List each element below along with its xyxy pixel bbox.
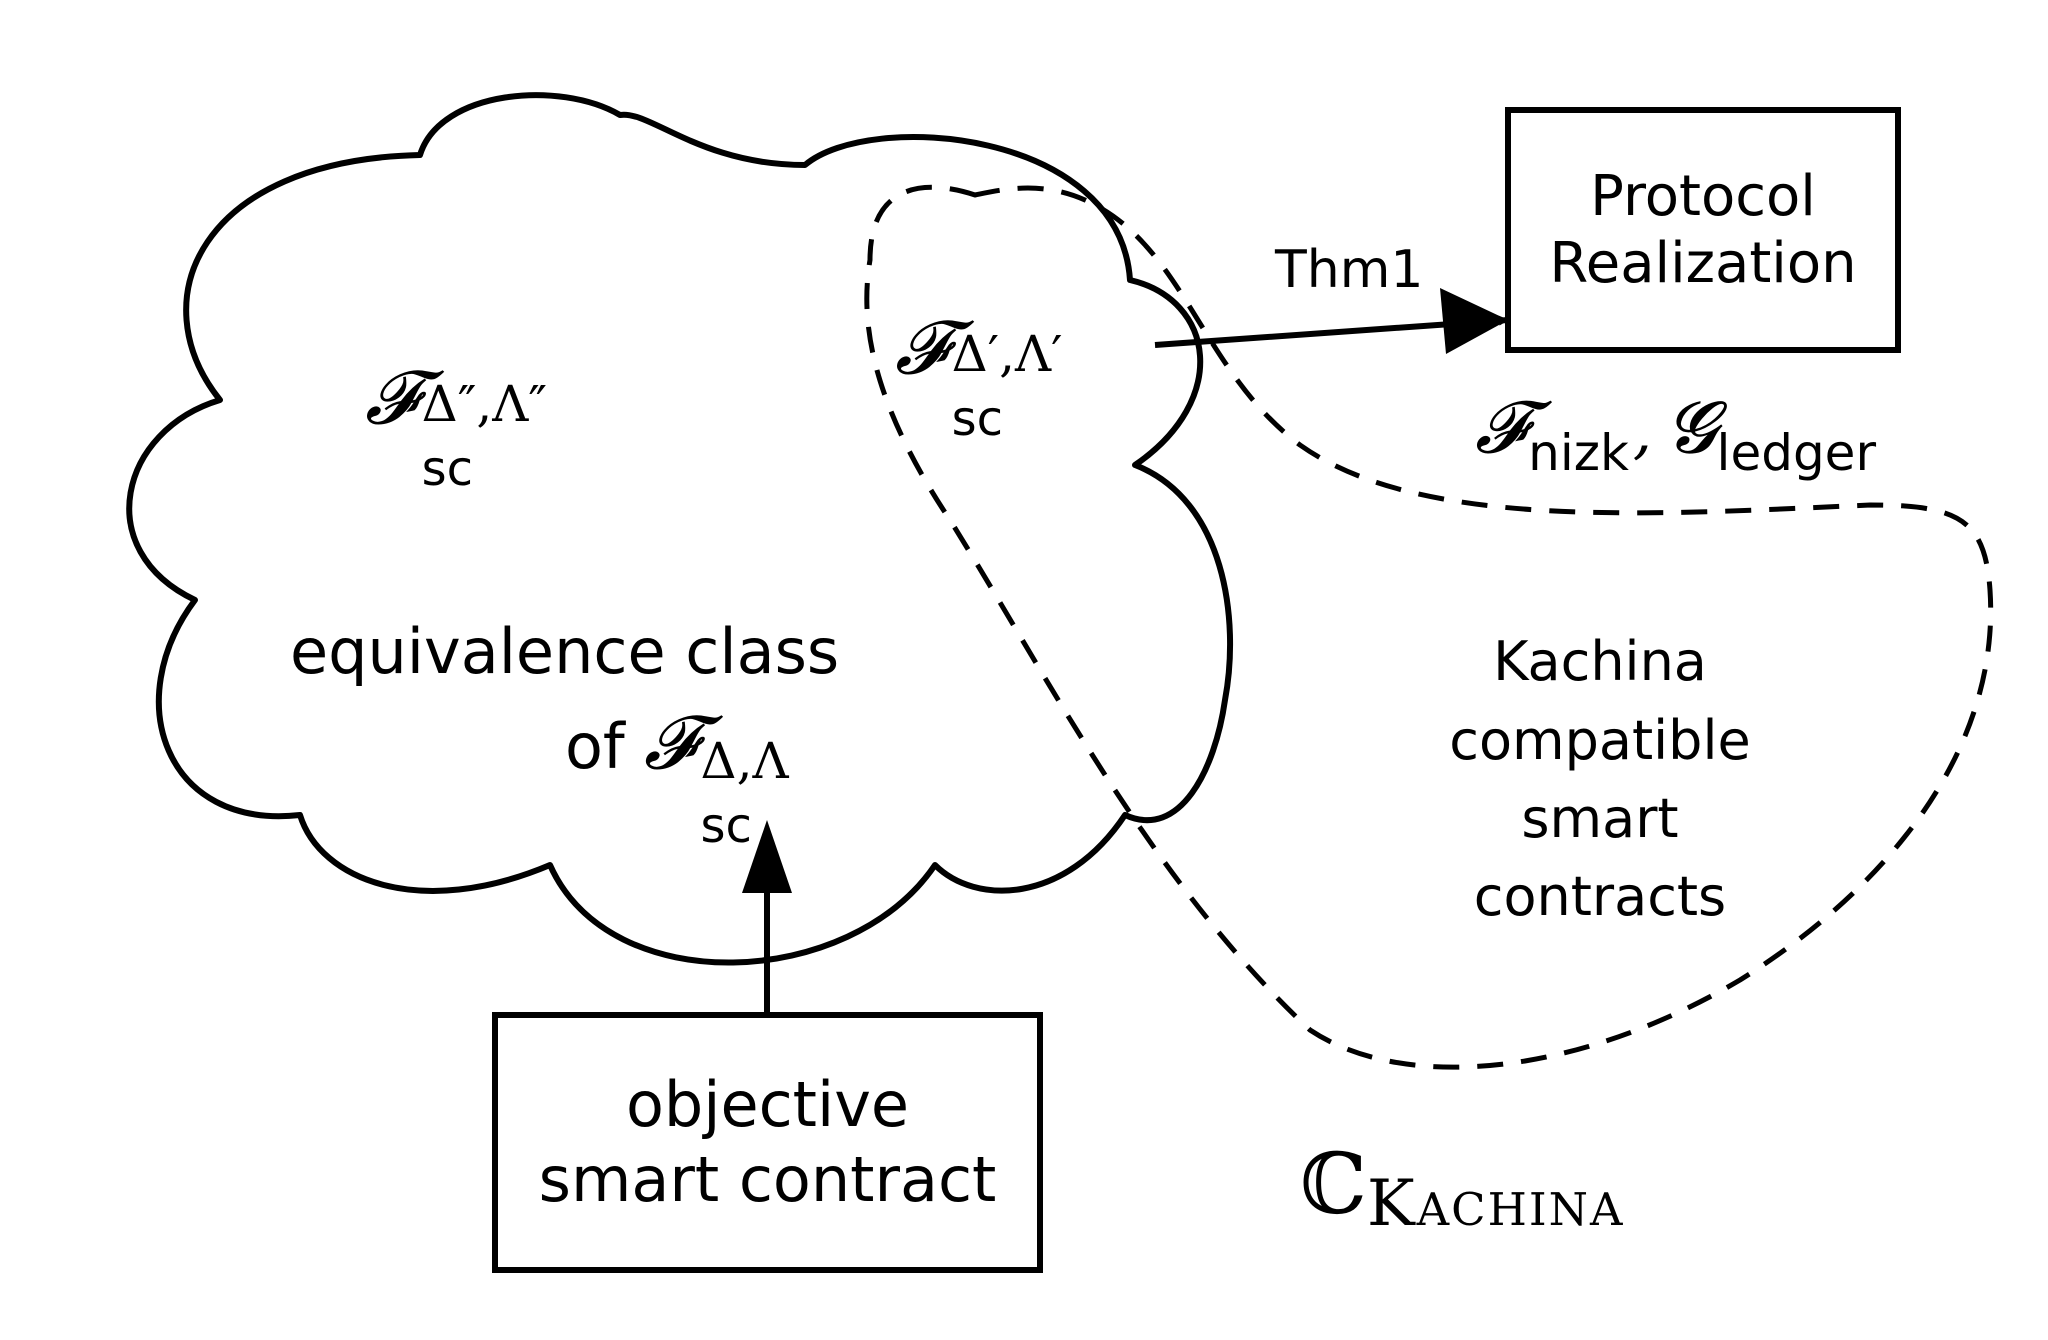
protocol-realization-box bbox=[1505, 107, 1901, 353]
f-nizk-base: 𝓕 bbox=[1475, 385, 1529, 469]
f-base-base: 𝓕 bbox=[643, 700, 699, 786]
kachina-line-2: compatible bbox=[1449, 708, 1751, 772]
f-prime-sub: sc bbox=[951, 391, 1004, 447]
f-base-sup: Δ,Λ bbox=[700, 732, 789, 790]
hybrid-functionalities: 𝓕nizk,𝓖ledger bbox=[1475, 385, 1876, 482]
g-ledger-sub: ledger bbox=[1716, 424, 1876, 482]
kachina-region-label: Kachina compatible smart contracts bbox=[1390, 620, 1810, 940]
protocol-realization-text: Protocol Realization bbox=[1508, 110, 1898, 350]
equivalence-class-label: equivalence class bbox=[290, 615, 840, 688]
of-prefix: of bbox=[565, 710, 625, 783]
equivalence-class-cloud bbox=[126, 92, 1234, 966]
f-prime-base: 𝓕 bbox=[895, 305, 950, 391]
f-nizk-sub: nizk bbox=[1528, 424, 1629, 482]
f-double-prime-sup: Δ″,Λ″ bbox=[421, 375, 548, 433]
objective-smart-contract-text: objective smart contract bbox=[495, 1015, 1040, 1270]
g-ledger-base: 𝓖 bbox=[1666, 385, 1717, 469]
f-base-sub: sc bbox=[700, 798, 752, 854]
objective-line: objective bbox=[625, 1068, 910, 1142]
kachina-class-name: ℂKachina bbox=[1300, 1135, 1625, 1241]
f-double-prime-sub: sc bbox=[421, 441, 474, 497]
smart-contract-line: smart contract bbox=[538, 1142, 997, 1216]
thm1-label: Thm1 bbox=[1275, 240, 1424, 300]
protocol-line: Protocol bbox=[1590, 163, 1816, 229]
kachina-line-4: contracts bbox=[1473, 865, 1727, 929]
f-double-prime-base: 𝓕 bbox=[365, 355, 420, 441]
refinement-arrowhead bbox=[742, 820, 792, 893]
objective-smart-contract-box bbox=[492, 1012, 1043, 1273]
kachina-line-3: smart bbox=[1521, 787, 1679, 850]
kachina-line-1: Kachina bbox=[1493, 630, 1707, 694]
c-symbol: ℂ bbox=[1300, 1135, 1367, 1233]
kachina-compatible-region bbox=[864, 184, 1994, 1070]
realization-line: Realization bbox=[1549, 231, 1857, 296]
f-prime-sup: Δ′,Λ′ bbox=[951, 325, 1063, 383]
hybrid-separator: , bbox=[1632, 397, 1652, 467]
thm1-arrowhead bbox=[1440, 288, 1508, 354]
kachina-subscript: Kachina bbox=[1366, 1167, 1625, 1241]
